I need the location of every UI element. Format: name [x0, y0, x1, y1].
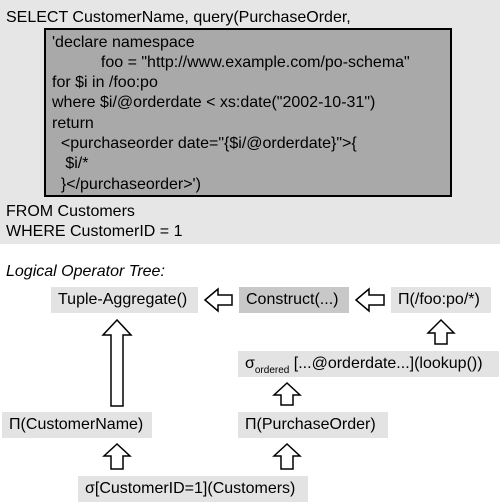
node-construct: Construct(...) [239, 287, 349, 313]
sql-from-line: FROM Customers [6, 203, 135, 220]
sigma-predicate: [...@orderdate...](lookup()) [289, 355, 483, 372]
sql-where-line: WHERE CustomerID = 1 [6, 223, 183, 240]
node-project-foo-po: Π(/foo:po/*) [391, 287, 491, 313]
node-tuple-aggregate: Tuple-Aggregate() [51, 287, 198, 313]
sigma-subscript: ordered [254, 365, 290, 376]
xquery-line: foo = "http://www.example.com/po-schema" [52, 54, 410, 71]
xquery-line: <purchaseorder date="{$i/@orderdate}">{ [52, 135, 357, 152]
xquery-line: return [52, 115, 94, 132]
node-sigma-ordered: σordered [...@orderdate...](lookup()) [238, 351, 499, 377]
xquery-line: }</purchaseorder>') [52, 176, 201, 193]
node-project-customername: Π(CustomerName) [2, 412, 152, 438]
xquery-line: 'declare namespace [52, 34, 195, 51]
arrow-project-to-construct [354, 287, 385, 313]
node-project-purchaseorder: Π(PurchaseOrder) [238, 412, 388, 438]
arrow-construct-to-aggregate [203, 287, 233, 313]
sql-query-panel: SELECT CustomerName, query(PurchaseOrder… [0, 0, 500, 244]
node-select-customers: σ[CustomerID=1](Customers) [78, 476, 308, 502]
tree-title: Logical Operator Tree: [6, 263, 165, 280]
arrow-purchaseorder-to-sigma [272, 381, 302, 406]
arrow-customername-to-aggregate [101, 318, 133, 407]
xquery-line: where $i/@orderdate < xs:date("2002-10-3… [52, 94, 376, 111]
sigma-symbol: σ [245, 355, 255, 372]
arrow-customers-to-customername [102, 442, 132, 470]
xquery-expression-box: 'declare namespace foo = "http://www.exa… [44, 28, 452, 197]
arrow-sigma-to-project [426, 318, 456, 345]
arrow-customers-to-purchaseorder [272, 442, 302, 470]
xquery-line: for $i in /foo:po [52, 74, 158, 91]
xquery-line: $i/* [52, 155, 89, 172]
sql-select-line: SELECT CustomerName, query(PurchaseOrder… [6, 9, 351, 26]
